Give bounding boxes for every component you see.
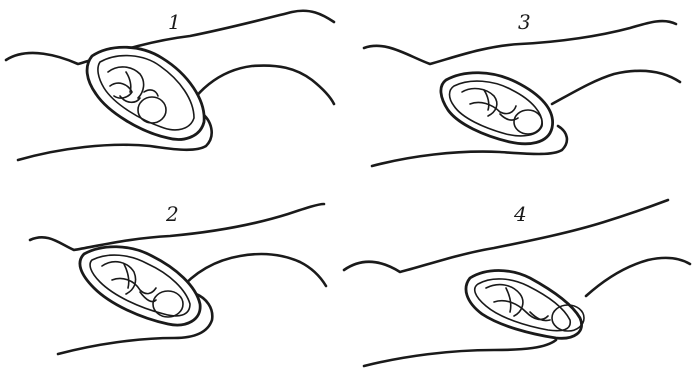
abdomen-outline <box>586 258 690 296</box>
abdomen-outline <box>552 71 680 104</box>
uterus <box>466 271 582 339</box>
lower-body-outline <box>364 340 556 366</box>
panel-label-2: 2 <box>165 202 179 226</box>
back-outline <box>344 200 668 272</box>
abdomen-outline <box>178 254 326 292</box>
uterus <box>80 247 200 325</box>
panel-2: 2 <box>30 202 326 354</box>
panel-label-4: 4 <box>513 202 527 226</box>
uterus <box>87 47 204 139</box>
panel-4: 4 <box>344 200 690 366</box>
panel-label-3: 3 <box>518 10 531 34</box>
panel-1: 1 <box>6 10 334 160</box>
panel-label-1: 1 <box>168 10 181 34</box>
panel-3: 3 <box>364 10 680 166</box>
